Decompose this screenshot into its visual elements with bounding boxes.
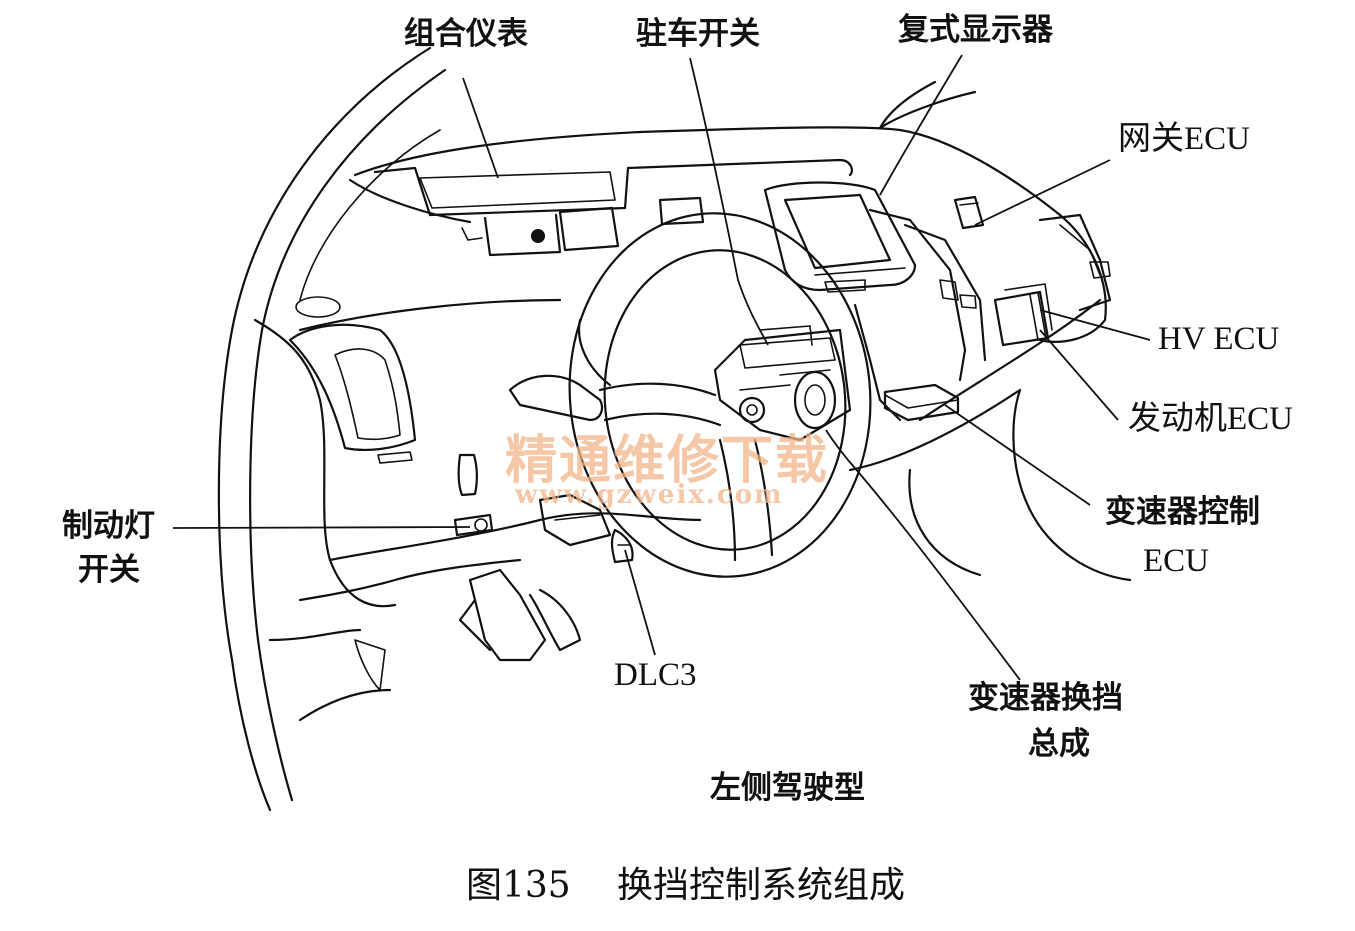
label-transmission-ecu-line1: 变速器控制 xyxy=(1105,494,1260,530)
label-dlc3: DLC3 xyxy=(614,657,697,693)
label-gateway-ecu: 网关ECU xyxy=(1118,121,1250,157)
label-multi-display: 复式显示器 xyxy=(898,12,1053,48)
label-parking-switch: 驻车开关 xyxy=(636,16,760,52)
label-shift-assembly-line2: 总成 xyxy=(1028,726,1090,762)
label-engine-ecu: 发动机ECU xyxy=(1128,401,1293,437)
label-shift-assembly-line1: 变速器换挡 xyxy=(968,680,1123,716)
label-lhd-type: 左侧驾驶型 xyxy=(710,770,865,806)
label-brake-switch-line1: 制动灯 xyxy=(62,508,155,544)
figure-title: 换挡控制系统组成 xyxy=(617,865,906,906)
label-transmission-ecu-line2: ECU xyxy=(1143,543,1209,579)
watermark-url: www.gzweix.com xyxy=(515,480,784,510)
label-combination-meter: 组合仪表 xyxy=(404,16,528,52)
watermark-brand: 精通维修下载 xyxy=(505,430,830,491)
label-hv-ecu: HV ECU xyxy=(1158,321,1280,357)
figure-number: 图135 xyxy=(466,865,571,906)
label-brake-switch-line2: 开关 xyxy=(78,552,140,588)
